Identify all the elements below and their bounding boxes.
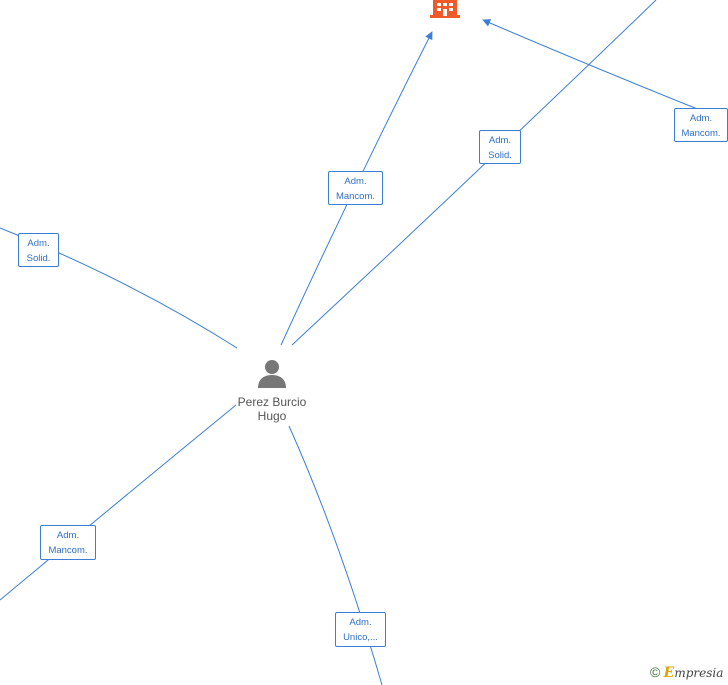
- person-name-line1: Perez Burcio: [237, 395, 307, 409]
- empresia-watermark: © Empresia: [650, 664, 723, 681]
- edge-person-to-bottom: [288, 425, 383, 685]
- role-label-line: Mancom.: [681, 128, 721, 139]
- role-label-bottom[interactable]: Adm. Unico,...: [335, 612, 386, 647]
- role-label-line: Solid.: [26, 253, 51, 264]
- role-label-line: Adm.: [689, 113, 713, 124]
- role-label-line: Unico,...: [343, 632, 378, 643]
- role-label-top-right[interactable]: Adm. Mancom.: [674, 108, 728, 142]
- brand-rest: mpresia: [674, 666, 724, 680]
- person-name[interactable]: Perez Burcio Hugo: [224, 395, 320, 423]
- brand-initial: E: [663, 665, 675, 681]
- role-label-line: Adm.: [56, 530, 80, 541]
- edge-right-to-company: [482, 19, 701, 111]
- role-label-lower-left[interactable]: Adm. Mancom.: [40, 525, 96, 560]
- role-label-upper-mid[interactable]: Adm. Solid.: [479, 130, 521, 164]
- person-icon[interactable]: [257, 358, 287, 388]
- person-name-line2: Hugo: [257, 409, 287, 423]
- edge-person-to-upper-right: [291, 0, 657, 346]
- role-label-left[interactable]: Adm. Solid.: [18, 233, 59, 267]
- role-label-line: Adm.: [27, 238, 50, 249]
- copyright-symbol: ©: [650, 664, 661, 680]
- role-label-center-top[interactable]: Adm. Mancom.: [328, 171, 383, 205]
- role-label-line: Adm.: [349, 617, 372, 628]
- role-label-line: Adm.: [344, 176, 367, 187]
- role-label-line: Adm.: [488, 135, 512, 146]
- building-icon[interactable]: [430, 0, 460, 18]
- brand-logo: Empresia: [663, 665, 724, 681]
- role-label-line: Mancom.: [48, 545, 88, 556]
- edge-person-to-lower-left: [0, 404, 237, 601]
- role-label-line: Solid.: [488, 150, 512, 161]
- role-label-line: Mancom.: [335, 191, 376, 202]
